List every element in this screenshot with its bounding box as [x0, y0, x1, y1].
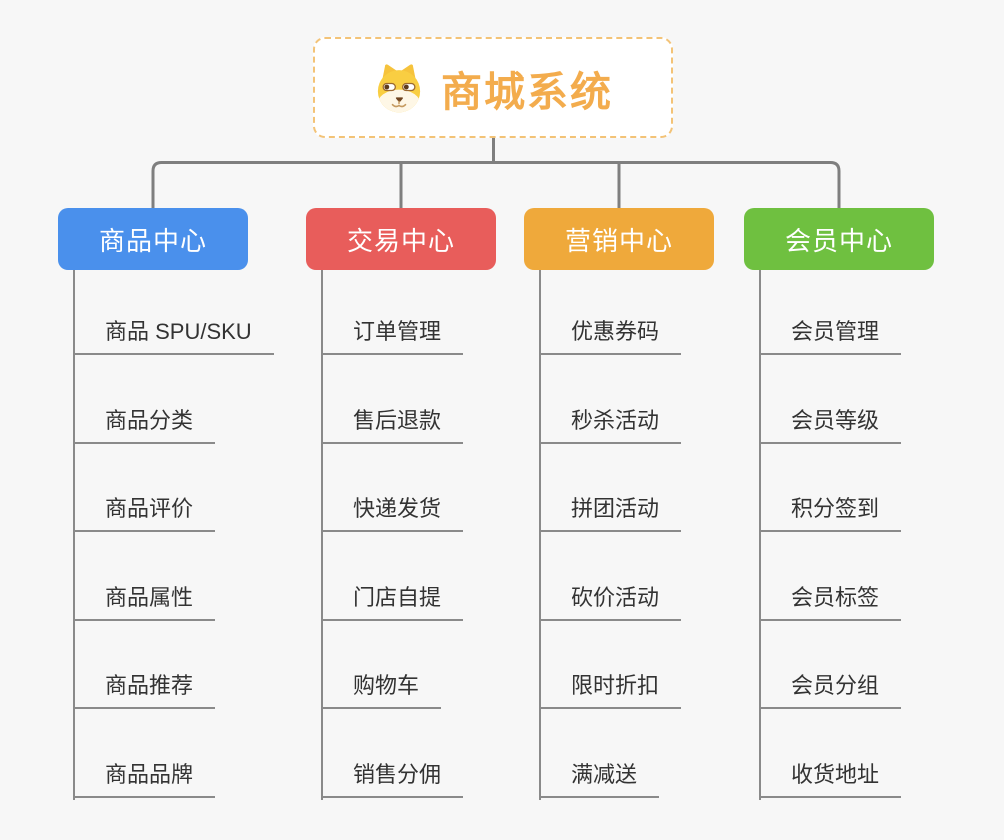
branch-bus-line	[151, 161, 841, 208]
leaf-topic[interactable]: 限时折扣	[539, 674, 682, 709]
leaf-topic[interactable]: 商品评价	[73, 497, 216, 532]
leaf-topic[interactable]: 拼团活动	[539, 497, 682, 532]
leaf-topic[interactable]: 会员等级	[759, 408, 902, 444]
branch-topic-label: 会员中心	[784, 225, 893, 256]
branch-topic-label: 营销中心	[564, 225, 673, 256]
leaf-topic[interactable]: 快递发货	[321, 497, 464, 532]
leaf-topic[interactable]: 商品 SPU/SKU	[73, 320, 274, 355]
branch-connector-line	[73, 270, 75, 800]
branch-group-4: 会员中心 会员管理会员等级积分签到会员标签会员分组收货地址	[744, 0, 934, 840]
root-topic-label: 商城系统	[441, 68, 613, 115]
branch-group-2: 交易中心 订单管理售后退款快递发货门店自提购物车销售分佣	[306, 0, 496, 840]
leaf-topic[interactable]: 销售分佣	[321, 762, 464, 798]
leaf-topic[interactable]: 积分签到	[759, 497, 902, 532]
leaf-topic[interactable]: 售后退款	[321, 408, 464, 444]
branch-connector-line	[539, 270, 541, 800]
leaf-topic[interactable]: 商品属性	[73, 585, 216, 621]
leaf-topic[interactable]: 秒杀活动	[539, 408, 682, 444]
leaf-topic[interactable]: 商品分类	[73, 408, 216, 444]
dog-face-icon	[373, 62, 425, 114]
branch-connector-line	[759, 270, 761, 800]
leaf-topic[interactable]: 订单管理	[321, 320, 464, 355]
branch-topic[interactable]: 商品中心	[58, 208, 248, 270]
leaf-topic[interactable]: 商品推荐	[73, 674, 216, 709]
branch-topic[interactable]: 会员中心	[744, 208, 934, 270]
branch-connector-line	[321, 270, 323, 800]
leaf-topic[interactable]: 会员标签	[759, 585, 902, 621]
branch-group-3: 营销中心 优惠券码秒杀活动拼团活动砍价活动限时折扣满减送	[524, 0, 714, 840]
branch-group-1: 商品中心 商品 SPU/SKU 商品分类商品评价商品属性商品推荐商品品牌	[58, 0, 274, 840]
branch-topic[interactable]: 交易中心	[306, 208, 496, 270]
leaf-topic[interactable]: 会员管理	[759, 320, 902, 355]
root-topic[interactable]: 商城系统	[313, 37, 673, 138]
leaf-topic[interactable]: 商品品牌	[73, 762, 216, 798]
leaf-topic[interactable]: 收货地址	[759, 762, 902, 798]
branch-topic-label: 商品中心	[98, 225, 207, 256]
branch-topic-label: 交易中心	[346, 225, 455, 256]
leaf-topic[interactable]: 优惠券码	[539, 320, 682, 355]
leaf-topic[interactable]: 满减送	[539, 762, 660, 798]
leaf-topic[interactable]: 砍价活动	[539, 585, 682, 621]
leaf-topic[interactable]: 购物车	[321, 674, 442, 709]
leaf-topic[interactable]: 会员分组	[759, 674, 902, 709]
leaf-topic[interactable]: 门店自提	[321, 585, 464, 621]
branch-topic[interactable]: 营销中心	[524, 208, 714, 270]
